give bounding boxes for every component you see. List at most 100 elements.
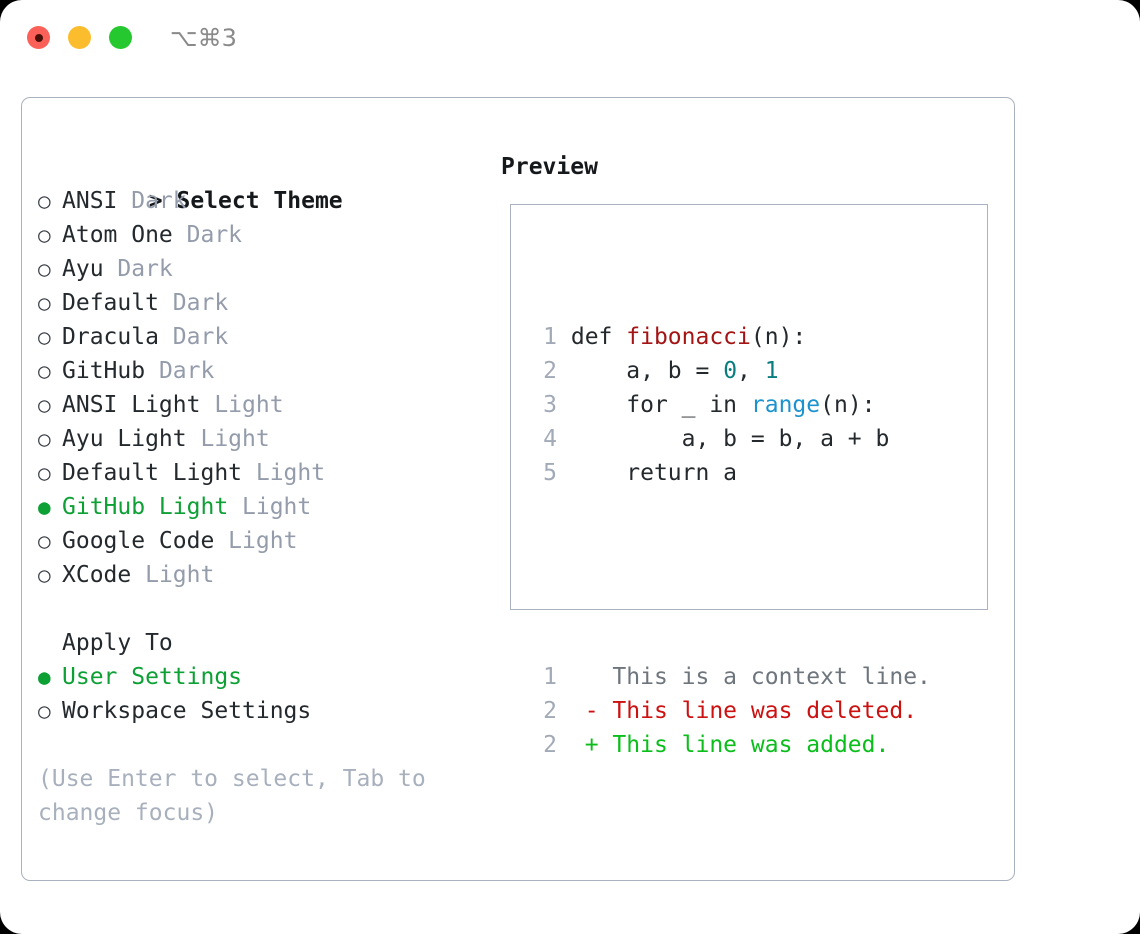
diff-text: This is a context line.	[612, 664, 931, 690]
list-spacer	[38, 592, 478, 626]
apply-to-option-label: User Settings	[62, 664, 243, 690]
radio-empty-icon[interactable]: ○	[38, 291, 51, 315]
theme-option-tag: Light	[131, 562, 215, 588]
theme-option[interactable]: ○ Ayu Dark	[38, 252, 478, 286]
line-number: 2	[543, 358, 557, 384]
theme-option-tag: Light	[186, 426, 270, 452]
code-line: 5 return a	[529, 456, 931, 490]
select-theme-header-label: > Select Theme	[148, 188, 343, 214]
theme-option-tag: Dark	[158, 290, 229, 316]
apply-to-option[interactable]: ○ Workspace Settings	[38, 694, 478, 728]
theme-list[interactable]: ○ANSI Dark○Atom One Dark○Ayu Dark○Defaul…	[38, 184, 478, 592]
diff-line-added: 2 + This line was added.	[529, 728, 931, 762]
theme-option-label: Default	[62, 290, 159, 316]
theme-option-selected[interactable]: ● GitHub Light Light	[38, 490, 478, 524]
theme-option-label: Atom One	[62, 222, 173, 248]
radio-empty-icon[interactable]: ○	[38, 529, 51, 553]
theme-selection-column: > Select Theme ○ANSI Dark○Atom One Dark○…	[38, 150, 478, 830]
select-theme-header: > Select Theme	[38, 150, 478, 214]
theme-option-tag: Dark	[103, 256, 173, 282]
theme-option[interactable]: ○GitHub Dark	[38, 354, 478, 388]
line-number: 2	[543, 732, 557, 758]
theme-option-label: GitHub Light	[62, 494, 229, 520]
theme-option[interactable]: ○ Atom One Dark	[38, 218, 478, 252]
diff-line-context: 1 This is a context line.	[529, 660, 931, 694]
theme-option-tag: Light	[200, 392, 284, 418]
radio-empty-icon[interactable]: ○	[38, 393, 51, 417]
code-diff-separator	[529, 558, 931, 592]
theme-option-tag: Dark	[172, 222, 243, 248]
theme-option-tag: Dark	[158, 324, 229, 350]
theme-option[interactable]: ○Default Light Light	[38, 456, 478, 490]
radio-selected-icon[interactable]: ●	[38, 665, 51, 689]
line-number: 1	[543, 664, 557, 690]
theme-option-label: ANSI Light	[62, 392, 201, 418]
radio-empty-icon[interactable]: ○	[38, 359, 51, 383]
theme-option-label: ANSI	[62, 188, 118, 214]
theme-option[interactable]: ○ ANSI Light Light	[38, 388, 478, 422]
theme-option[interactable]: ○ Dracula Dark	[38, 320, 478, 354]
window-controls	[27, 26, 132, 49]
theme-option-label: Dracula	[62, 324, 159, 350]
close-button[interactable]	[27, 26, 50, 49]
theme-option-tag: Light	[228, 494, 312, 520]
theme-option-tag: Dark	[117, 188, 187, 214]
apply-to-option-label: Workspace Settings	[62, 698, 312, 724]
diff-text: This line was deleted.	[612, 698, 918, 724]
code-token-plain: for _ in	[570, 392, 751, 418]
code-token-fn: fibonacci	[626, 324, 751, 350]
code-token-plain: ,	[737, 358, 765, 384]
radio-empty-icon[interactable]: ○	[38, 189, 51, 213]
apply-to-options[interactable]: ● User Settings ○ Workspace Settings	[38, 660, 478, 728]
code-token-plain: a, b = b, a + b	[570, 426, 890, 452]
theme-option-label: Ayu Light	[62, 426, 187, 452]
theme-option[interactable]: ○ Ayu Light Light	[38, 422, 478, 456]
theme-option-label: GitHub	[62, 358, 146, 384]
line-number: 5	[543, 460, 557, 486]
title-bar: ⌥⌘3	[0, 0, 1140, 78]
radio-empty-icon[interactable]: ○	[38, 699, 51, 723]
theme-option[interactable]: ○ ANSI Dark	[38, 184, 478, 218]
theme-option-label: Ayu	[62, 256, 104, 282]
diff-text: This line was added.	[612, 732, 890, 758]
code-token-plain: (n):	[820, 392, 876, 418]
main-panel: > Select Theme ○ANSI Dark○Atom One Dark○…	[21, 97, 1015, 881]
keyboard-hint-text: (Use Enter to select, Tab to change focu…	[38, 766, 440, 826]
theme-option-label: XCode	[62, 562, 132, 588]
radio-empty-icon[interactable]: ○	[38, 223, 51, 247]
code-line: 2 a, b = 0, 1	[529, 354, 931, 388]
code-token-num: 0	[723, 358, 738, 384]
radio-empty-icon[interactable]: ○	[38, 563, 51, 587]
hint-spacer	[38, 728, 478, 762]
apply-to-option-selected[interactable]: ● User Settings	[38, 660, 478, 694]
apply-to-title: Apply To	[62, 630, 173, 656]
code-line: 1 def fibonacci(n):	[529, 320, 931, 354]
radio-empty-icon[interactable]: ○	[38, 257, 51, 281]
line-number: 3	[543, 392, 557, 418]
code-line: 3 for _ in range(n):	[529, 388, 931, 422]
minimize-button[interactable]	[68, 26, 91, 49]
diff-marker	[585, 664, 613, 690]
line-number: 1	[543, 324, 557, 350]
theme-option-label: Google Code	[62, 528, 215, 554]
diff-line-deleted: 2 - This line was deleted.	[529, 694, 931, 728]
theme-option[interactable]: ○ XCode Light	[38, 558, 478, 592]
theme-option[interactable]: ○ Google Code Light	[38, 524, 478, 558]
radio-empty-icon[interactable]: ○	[38, 427, 51, 451]
radio-selected-icon[interactable]: ●	[38, 495, 51, 519]
code-token-plain: a, b =	[570, 358, 724, 384]
theme-option-tag: Light	[214, 528, 298, 554]
theme-option[interactable]: ○ Default Dark	[38, 286, 478, 320]
radio-empty-icon[interactable]: ○	[38, 461, 51, 485]
code-token-plain: return a	[570, 460, 738, 486]
code-token-plain: (n):	[750, 324, 807, 350]
keyboard-shortcut-label: ⌥⌘3	[170, 24, 237, 52]
maximize-button[interactable]	[109, 26, 132, 49]
diff-marker: -	[584, 698, 613, 724]
radio-empty-icon[interactable]: ○	[38, 325, 51, 349]
code-token-plain: def	[570, 324, 627, 350]
